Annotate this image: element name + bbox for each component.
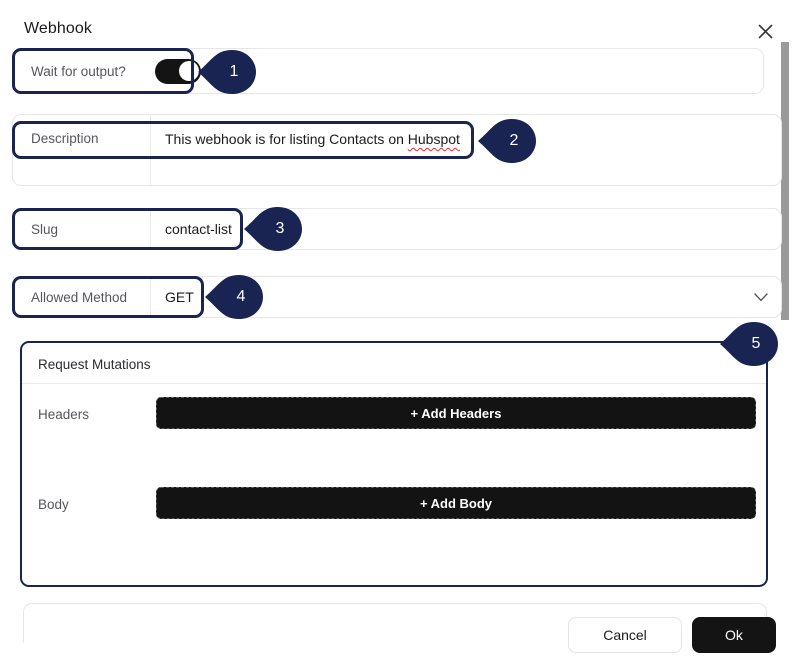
description-text-misspelled: Hubspot [407,131,460,147]
request-mutations-title: Request Mutations [38,357,151,372]
scrollbar-track[interactable] [781,0,792,669]
slug-input[interactable]: contact-list [165,221,232,237]
description-input[interactable]: This webhook is for listing Contacts on … [151,115,781,185]
add-body-button[interactable]: + Add Body [156,487,756,519]
description-text-prefix: This webhook is for listing Contacts on [165,131,408,147]
field-divider [150,209,151,249]
allowed-method-value[interactable]: GET [165,289,194,305]
page-title: Webhook [24,20,93,37]
description-label: Description [31,131,99,146]
toggle-knob [178,61,199,81]
wait-for-output-toggle[interactable] [155,58,201,84]
wait-for-output-label: Wait for output? [31,63,126,79]
cancel-button[interactable]: Cancel [568,617,682,653]
allowed-method-label: Allowed Method [31,289,128,305]
request-mutations-panel: Request Mutations Headers + Add Headers … [20,341,768,587]
field-allowed-method[interactable]: Allowed Method GET [12,276,782,318]
close-icon[interactable] [750,16,780,46]
body-label: Body [38,497,69,512]
ok-button[interactable]: Ok [692,617,776,653]
panel-divider [22,383,766,384]
scrollbar-thumb[interactable] [781,42,789,320]
wait-for-output-value [145,49,763,93]
field-divider [150,277,151,317]
field-slug: Slug contact-list [12,208,782,250]
slug-label: Slug [31,221,59,237]
dialog-footer: Cancel Ok [568,617,776,653]
add-headers-button[interactable]: + Add Headers [156,397,756,429]
field-divider [150,115,151,185]
chevron-down-icon[interactable] [741,277,781,317]
field-description: Description This webhook is for listing … [12,114,782,186]
headers-label: Headers [38,407,90,422]
field-wait-for-output: Wait for output? [12,48,764,94]
